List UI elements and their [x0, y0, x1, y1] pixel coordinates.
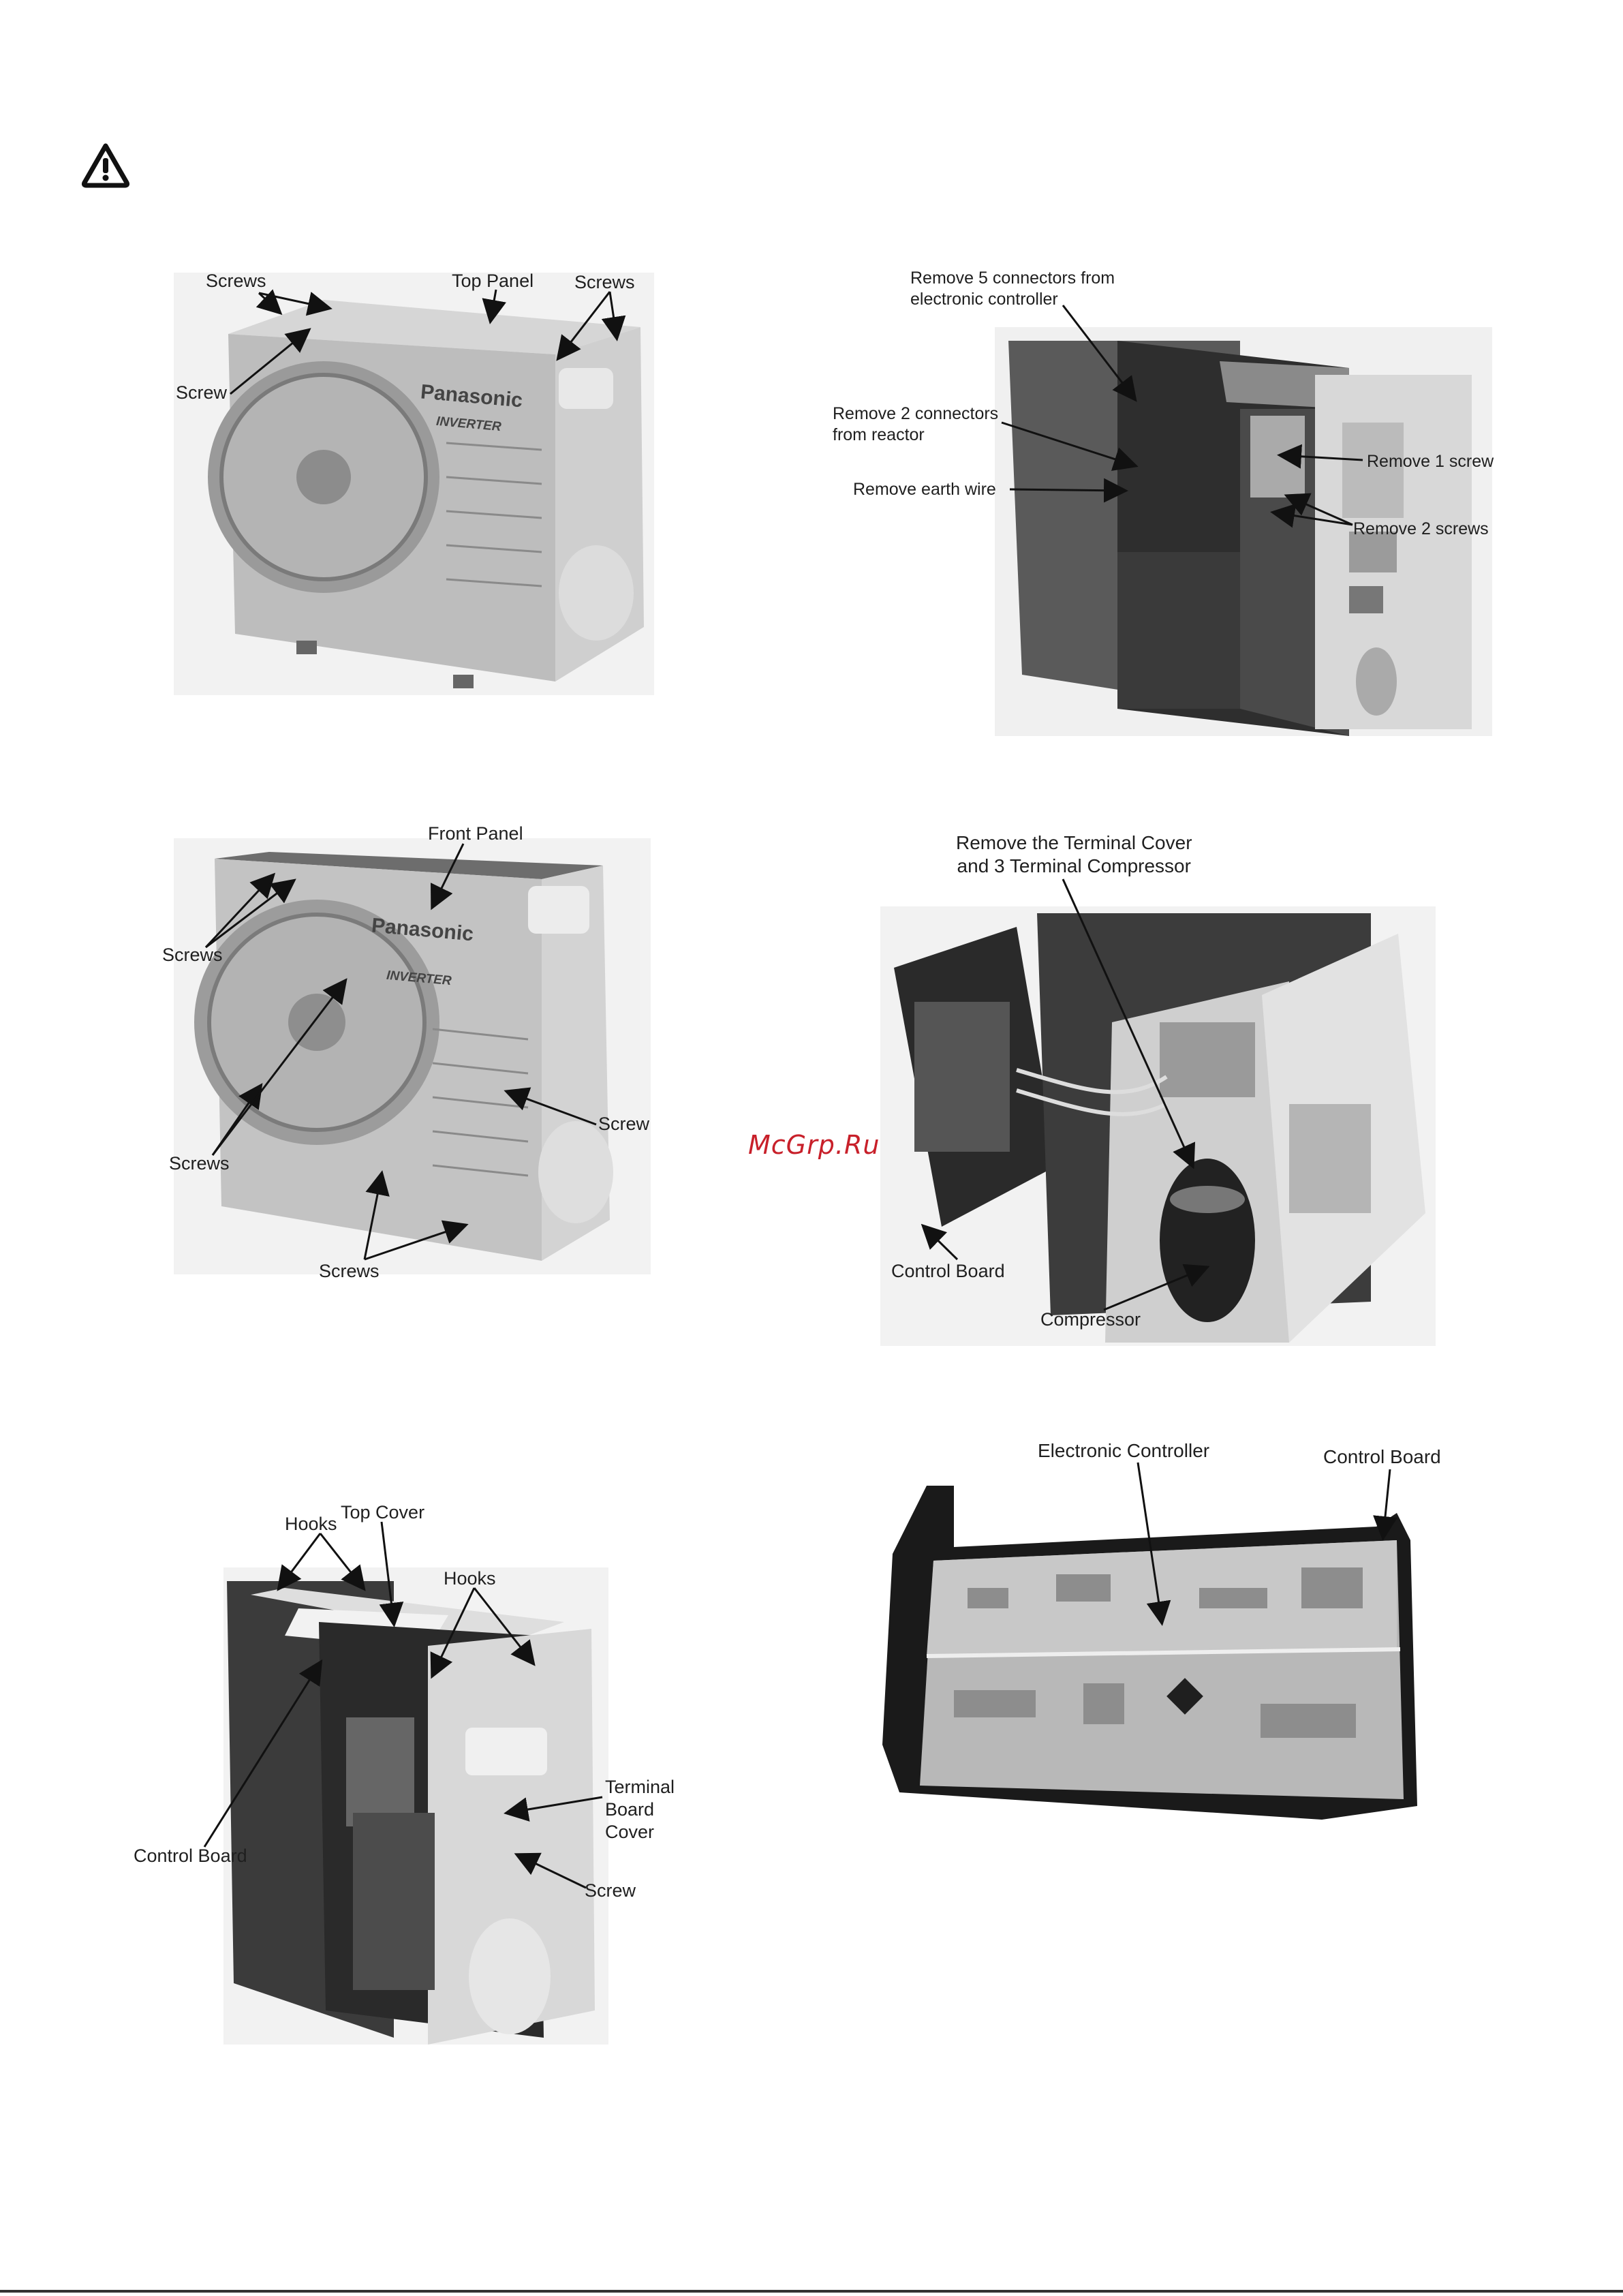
fig5-label-top-cover: Top Cover [341, 1502, 425, 1522]
fig5-label-hooks-left: Hooks [285, 1514, 337, 1534]
fig1-label-screws-right: Screws [574, 272, 635, 292]
bottom-divider [0, 2290, 1623, 2293]
figure-6-electronic-controller-photo [879, 1486, 1417, 1840]
fig5-label-control-board: Control Board [134, 1846, 247, 1866]
fig2-label-remove-earth-wire: Remove earth wire [853, 480, 996, 499]
fig1-label-top-panel: Top Panel [452, 271, 534, 291]
watermark: McGrp.Ru [748, 1130, 880, 1160]
fig4-label-control-board: Control Board [891, 1261, 1005, 1281]
fig3-label-screw-right: Screw [598, 1114, 650, 1134]
fig1-label-screws-left: Screws [206, 271, 266, 291]
fig5-label-hooks-right: Hooks [444, 1568, 496, 1589]
figure-1-outdoor-unit-photo: Panasonic INVERTER [174, 273, 654, 695]
fig6-label-control-board: Control Board [1323, 1446, 1441, 1467]
warning-triangle-icon [80, 142, 131, 188]
figure-3-front-panel-photo: Panasonic INVERTER [174, 838, 651, 1274]
fig2-label-remove-1-screw: Remove 1 screw [1367, 452, 1494, 471]
fig5-label-screw: Screw [585, 1880, 636, 1901]
fig2-label-remove-2-connectors: Remove 2 connectors from reactor [833, 404, 999, 444]
fig4-label-compressor: Compressor [1040, 1309, 1141, 1330]
fig2-label-remove-2-screws: Remove 2 screws [1353, 519, 1489, 538]
fig3-label-screws-top: Screws [162, 945, 223, 965]
fig4-label-remove-terminal-cover: Remove the Terminal Cover and 3 Terminal… [956, 832, 1192, 877]
fig2-label-remove-5-connectors: Remove 5 connectors from electronic cont… [910, 269, 1115, 309]
figure-5-top-cover-photo [223, 1567, 608, 2045]
fig1-label-screw: Screw [176, 382, 228, 403]
fig3-label-screws-middle: Screws [169, 1153, 230, 1174]
fig6-label-electronic-controller: Electronic Controller [1038, 1440, 1210, 1461]
fig3-label-front-panel: Front Panel [428, 823, 523, 844]
fig3-label-screws-bottom: Screws [319, 1261, 380, 1281]
fig5-label-terminal-board-cover: Terminal Board Cover [605, 1777, 675, 1842]
